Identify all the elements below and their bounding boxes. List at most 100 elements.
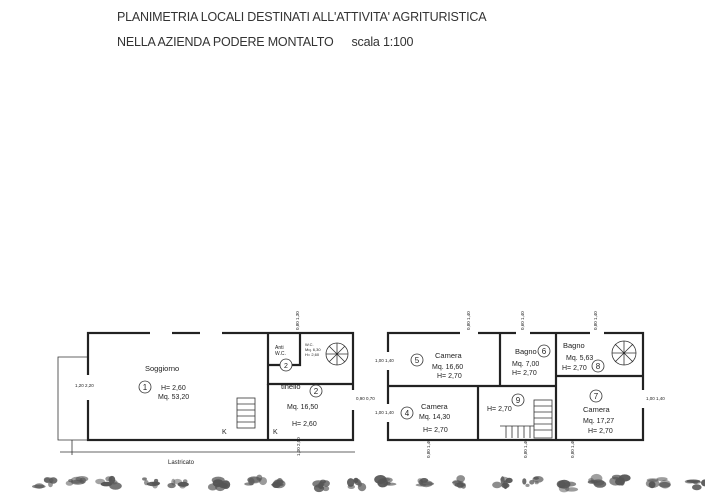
room-name: W.C. (305, 342, 314, 347)
window-dimension: 0,60 1,40 (520, 311, 525, 330)
vegetation-mark (656, 477, 668, 482)
room-number-circle (410, 353, 424, 367)
room-number: 2 (284, 363, 288, 370)
wall-wc (266, 333, 353, 386)
room-height: H= 2,70 (437, 373, 462, 380)
wall-anti (268, 333, 302, 367)
room-name: Bagno (515, 347, 537, 356)
room-number-circle (138, 380, 152, 394)
room-area: Mq. 16,60 (432, 364, 463, 371)
room-height: H= 2,60 (305, 352, 320, 357)
vegetation-mark (179, 483, 186, 489)
vegetation-mark (259, 477, 267, 486)
vegetation-mark (529, 480, 535, 485)
vegetation-mark (558, 479, 571, 489)
scale-label: scala 1:100 (351, 35, 414, 49)
farm-name: NELLA AZIENDA PODERE MONTALTO (117, 35, 334, 49)
vegetation-mark (71, 479, 85, 485)
window-dimension: 1,00 1,40 (375, 410, 394, 415)
room-number: 1 (143, 383, 148, 392)
room-number: 6 (542, 347, 547, 356)
plan-title: PLANIMETRIA LOCALI DESTINATI ALL'ATTIVIT… (117, 10, 487, 24)
spiral-stair-right (611, 340, 637, 366)
wc-label: W.C. (275, 351, 286, 357)
room-number: 4 (405, 409, 410, 418)
vegetation-mark (322, 480, 330, 487)
room-name: tinello (281, 382, 301, 391)
plan-subtitle: NELLA AZIENDA PODERE MONTALTO scala 1:100 (117, 35, 413, 49)
window-dimension: 1,00 1,40 (375, 358, 394, 363)
vegetation-mark (95, 478, 105, 485)
window-dimension: 0,80 1,40 (593, 311, 598, 330)
room-number: 8 (596, 362, 601, 371)
vegetation-mark (383, 482, 397, 486)
vegetation-mark (565, 487, 579, 492)
room-number-circle (589, 389, 603, 403)
vegetation-mark (105, 476, 113, 482)
window-dimension: 0,90 0,70 (356, 396, 375, 401)
room-area: Mq. 5,63 (566, 355, 593, 362)
paving-label: Lastricato (168, 460, 195, 466)
vegetation-mark (587, 480, 596, 484)
vegetation-mark (452, 479, 461, 486)
room-name: Camera (583, 405, 611, 414)
window-dimension: 0,80 1,30 (295, 311, 300, 330)
window-dimension: 1,00 2,00 (296, 437, 301, 456)
room-number-circle (511, 393, 525, 407)
vegetation-mark (312, 480, 325, 488)
vegetation-mark (534, 481, 539, 485)
vegetation-mark (374, 475, 387, 484)
vegetation-mark (354, 479, 361, 486)
left-floor-plan: 1 Soggiorno H= 2,60 Mq. 53,20 2 tinello … (57, 311, 375, 466)
vegetation-mark (615, 477, 625, 486)
window-dimension: 0,80 1,40 (523, 439, 528, 458)
vegetation-mark (646, 478, 659, 482)
room-height: H= 2,70 (512, 370, 537, 377)
vegetation-mark (247, 476, 261, 483)
anti-label: Anti (275, 345, 284, 351)
vegetation-mark (500, 476, 505, 485)
room-number: 5 (415, 356, 420, 365)
stair-left (236, 397, 256, 429)
room-area: Mq. 7,00 (512, 361, 539, 368)
room-height: H= 2,60 (161, 385, 186, 392)
window-dimension: 0,80 1,40 (426, 439, 431, 458)
vegetation-mark (109, 482, 122, 490)
stair-right (500, 399, 553, 439)
vegetation-mark (533, 476, 539, 480)
room-area: Mq. 14,30 (419, 414, 450, 421)
room-area: Mq. 53,20 (158, 394, 189, 401)
kitchen-label: K (273, 429, 278, 436)
room-height: H= 2,70 (487, 406, 512, 413)
paving-edge (60, 440, 355, 455)
vegetation-mark (419, 480, 433, 488)
room-number-circle (279, 358, 293, 372)
vegetation-mark (322, 485, 330, 492)
window-dimension: 1,20 2,20 (75, 383, 94, 388)
vegetation-mark (152, 482, 158, 489)
room-number-circle (537, 344, 551, 358)
vegetation-mark (219, 482, 228, 489)
room-height: H= 2,70 (423, 427, 448, 434)
vegetation-mark (144, 480, 149, 486)
room-name: Bagno (563, 341, 585, 350)
vegetation-mark (32, 484, 46, 489)
room-height: H= 2,60 (292, 421, 317, 428)
vegetation-mark (692, 484, 702, 491)
vegetation-hatching (32, 473, 705, 493)
window-dimension: 1,00 1,40 (646, 396, 665, 401)
room-area: Mq. 17,27 (583, 418, 614, 425)
vegetation-mark (182, 479, 188, 484)
room-height: H= 2,70 (588, 428, 613, 435)
right-floor-plan: 5 Camera Mq. 16,60 H= 2,70 6 Bagno Mq. 7… (375, 311, 665, 458)
window-dimension: 0,80 1,40 (466, 311, 471, 330)
vegetation-mark (686, 479, 701, 483)
room-number-circle (591, 359, 605, 373)
room-number-circle (309, 384, 323, 398)
vegetation-mark (154, 478, 159, 483)
room-number-circle (400, 406, 414, 420)
kitchen-label: K (222, 429, 227, 436)
room-height: H= 2,70 (562, 365, 587, 372)
vegetation-mark (658, 481, 671, 488)
